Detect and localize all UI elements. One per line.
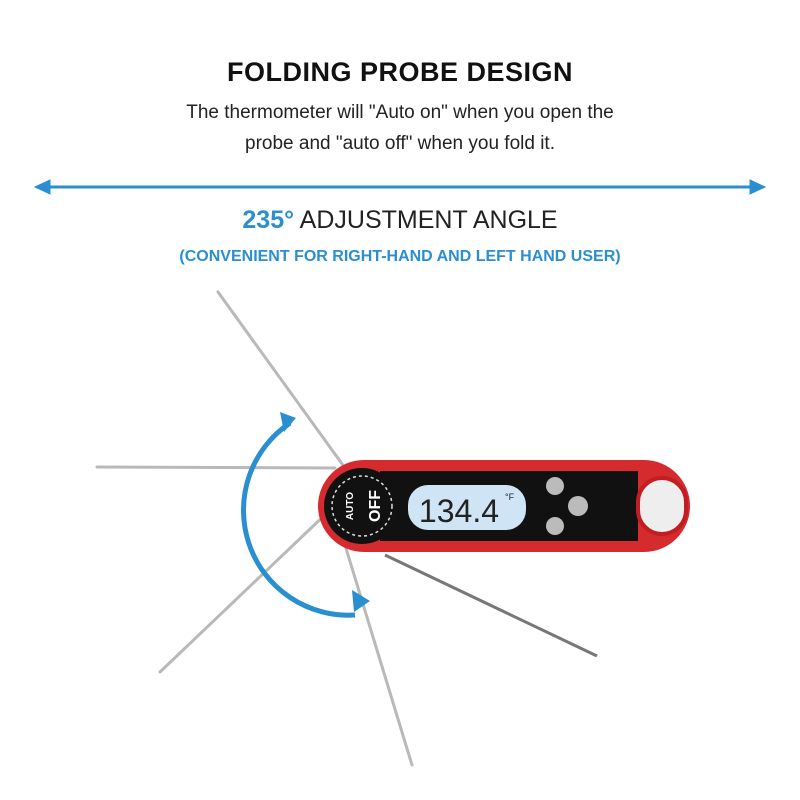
arrow-head-bottom: [352, 590, 370, 612]
probe-positions: [95, 290, 414, 767]
angle-label: ADJUSTMENT ANGLE: [294, 206, 558, 234]
unit-label: °F: [505, 492, 515, 502]
button-bottom[interactable]: [546, 517, 564, 535]
off-label: OFF: [367, 490, 384, 522]
temperature-reading: 134.4: [419, 493, 499, 529]
thermometer: AUTO OFF 134.4 °F: [318, 460, 690, 552]
folded-probe: [384, 553, 598, 658]
angle-value: 235°: [242, 206, 295, 234]
arrow-head-top: [280, 412, 296, 432]
description-line-2: probe and "auto off" when you fold it.: [245, 133, 555, 154]
rotation-arrow-icon: [241, 420, 356, 618]
bottle-opener: [636, 476, 688, 536]
description-line-1: The thermometer will "Auto on" when you …: [186, 102, 614, 123]
button-top[interactable]: [546, 477, 564, 495]
page-title: FOLDING PROBE DESIGN: [226, 57, 574, 87]
angle-heading: 235° ADJUSTMENT ANGLE: [0, 206, 800, 235]
button-middle[interactable]: [568, 496, 588, 516]
hand-note: (CONVENIENT FOR RIGHT-HAND AND LEFT HAND…: [179, 248, 621, 265]
auto-label: AUTO: [345, 492, 356, 520]
double-arrow-icon: [33, 179, 767, 195]
